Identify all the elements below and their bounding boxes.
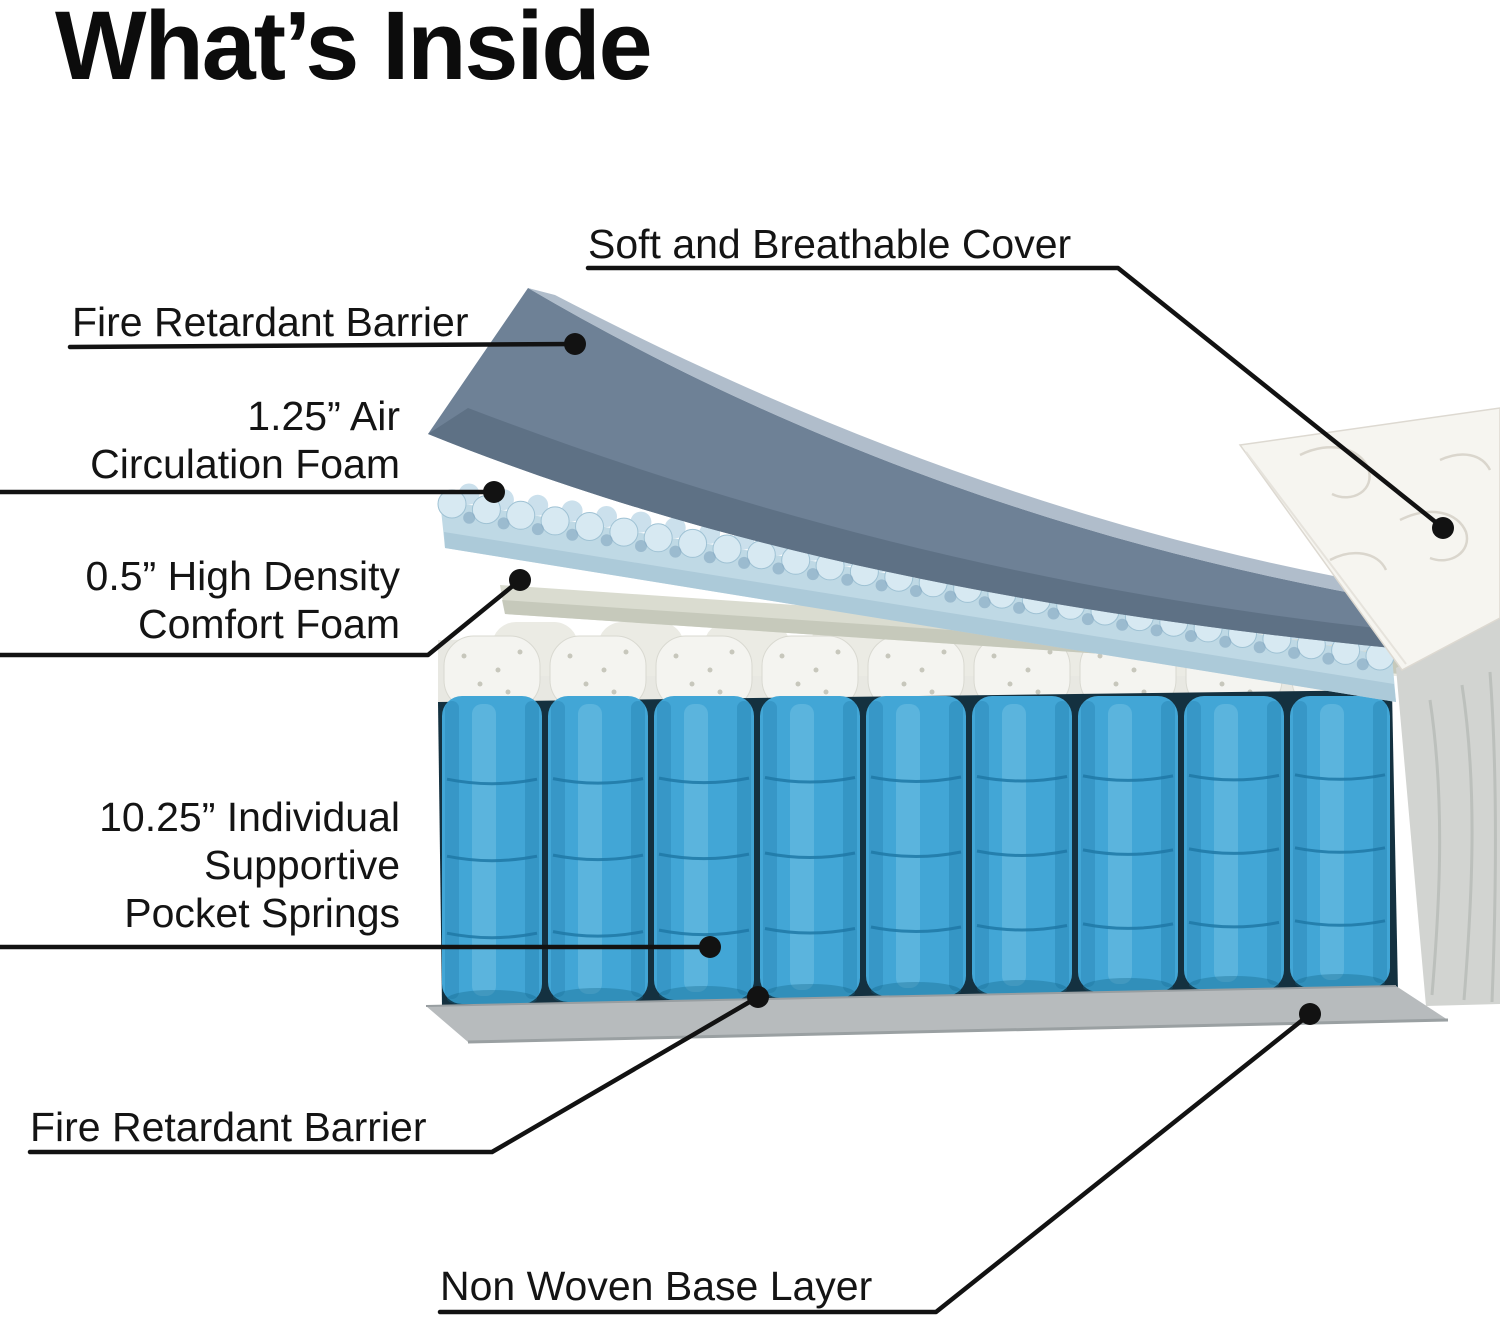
label-air-circulation-foam: 1.25” Air Circulation Foam <box>0 392 400 488</box>
label-line: Circulation Foam <box>90 441 400 487</box>
leader-dot <box>509 569 531 591</box>
label-line: 1.25” Air <box>247 393 400 439</box>
label-line: 10.25” Individual <box>99 794 400 840</box>
leader-air-foam <box>0 481 505 503</box>
leader-fire-top <box>67 333 586 355</box>
label-comfort-foam: 0.5” High Density Comfort Foam <box>0 552 400 648</box>
mattress-layers <box>425 288 1500 1044</box>
leader-lines <box>0 265 1454 1315</box>
leader-comfort-foam <box>0 569 531 658</box>
leader-dot <box>1299 1003 1321 1025</box>
label-line: Supportive <box>203 842 400 888</box>
leader-dot <box>483 481 505 503</box>
leader-dot <box>747 986 769 1008</box>
leader-pocket-springs <box>0 936 721 958</box>
label-soft-breathable-cover: Soft and Breathable Cover <box>588 221 1072 267</box>
label-line: Pocket Springs <box>124 890 400 936</box>
page-title: What’s Inside <box>55 0 653 100</box>
label-fire-retardant-barrier-top: Fire Retardant Barrier <box>72 299 469 345</box>
leader-base-layer <box>437 1003 1321 1315</box>
leader-fire-bottom <box>27 986 769 1155</box>
label-fire-retardant-barrier-bottom: Fire Retardant Barrier <box>30 1104 427 1150</box>
label-pocket-springs: 10.25” Individual Supportive Pocket Spri… <box>0 793 400 937</box>
leader-dot <box>564 333 586 355</box>
leader-cover <box>585 265 1454 539</box>
label-non-woven-base: Non Woven Base Layer <box>440 1263 873 1309</box>
label-line: 0.5” High Density <box>85 553 400 599</box>
leader-dot <box>699 936 721 958</box>
label-line: Comfort Foam <box>138 601 400 647</box>
leader-dot <box>1432 517 1454 539</box>
